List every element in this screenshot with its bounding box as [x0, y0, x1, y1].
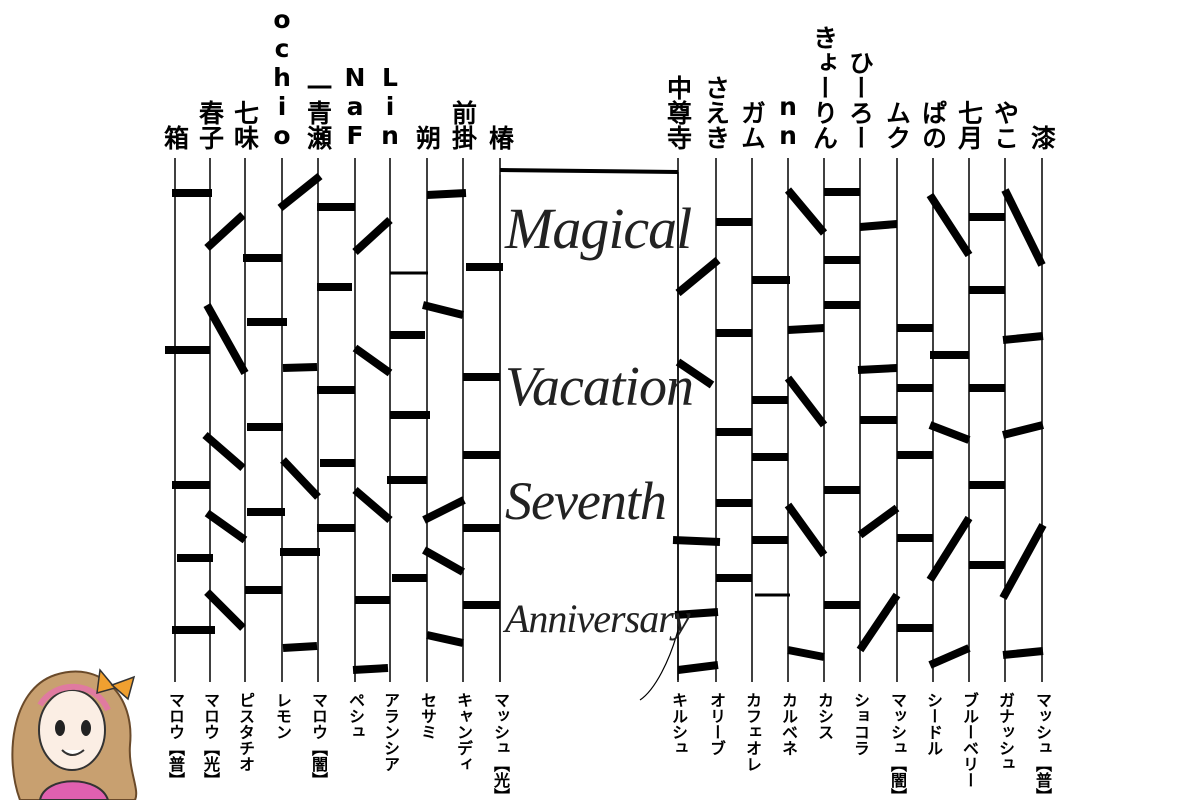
ladder-rung [282, 363, 318, 372]
result-label: ピスタチオ [236, 692, 255, 772]
result-label: マッシュ【光】 [491, 692, 510, 800]
title-panel-outline [499, 175, 679, 701]
participant-name: NaF [340, 63, 370, 150]
title-word-magical: Magical [505, 196, 692, 261]
ladder-rung [352, 217, 393, 255]
participant-name: 一青瀬 [303, 75, 333, 150]
ladder-rung [422, 496, 466, 524]
ladder-rung [422, 301, 464, 319]
ladder-rung [277, 172, 323, 212]
participant-name: ガム [737, 100, 767, 150]
ladder-rung [859, 220, 898, 231]
result-label: カルベネ [779, 692, 798, 756]
ladder-rung [856, 592, 901, 653]
ladder-rung [203, 303, 249, 375]
participant-name: Lin [375, 63, 405, 150]
ladder-rung [672, 536, 721, 546]
participant-name: Mochio [267, 0, 297, 150]
result-label: マッシュ【普】 [1033, 692, 1052, 800]
result-label: ペシュ [346, 692, 365, 740]
participant-name: 中尊寺 [663, 75, 693, 150]
ladder-rung [352, 664, 389, 674]
ladder-rung [499, 168, 679, 174]
title-word-vacation: Vacation [505, 356, 694, 418]
ladder-rung [857, 364, 898, 374]
ladder-rung [280, 457, 321, 500]
ladder-rung [282, 642, 318, 652]
result-label: レモン [273, 692, 292, 740]
ladder-rung [1002, 647, 1044, 659]
ladder-rung [677, 661, 719, 674]
result-label: キルシュ [669, 692, 688, 756]
ladder-rung [857, 504, 900, 539]
participant-name: 前掛 [448, 100, 478, 150]
result-label: セサミ [418, 692, 437, 740]
result-label: ガナッシュ [996, 692, 1015, 772]
participant-name: ぱの [918, 100, 948, 150]
ladder-rung [928, 644, 971, 669]
participant-name: 箱 [160, 125, 190, 150]
participant-name: さえき [701, 75, 731, 150]
ladder-rung [675, 256, 721, 297]
participant-name: ムク [882, 100, 912, 150]
result-label: アランシア [381, 692, 400, 772]
ladder-rung [784, 187, 828, 236]
result-label: マッシュ【闇】 [888, 692, 907, 800]
participant-name: 七月 [954, 100, 984, 150]
result-label: シードル [924, 692, 943, 756]
ladder-rung [787, 324, 825, 334]
participant-name: 朔 [412, 125, 442, 150]
participant-name: 七味 [230, 100, 260, 150]
ladder-rung [204, 212, 246, 251]
participant-name: きょーりん [809, 25, 839, 150]
ladder-rung [422, 546, 465, 576]
result-label: マロウ【普】 [166, 692, 185, 788]
participant-name: 春子 [195, 100, 225, 150]
ladder-rung [426, 189, 467, 199]
ladder-rung [674, 608, 719, 619]
participant-name: やこ [990, 100, 1020, 150]
result-label: マロウ【闇】 [309, 692, 328, 788]
result-label: ショコラ [851, 692, 870, 756]
participant-name: nn [773, 92, 803, 150]
result-label: キャンディ [454, 692, 473, 772]
ladder-rung [926, 515, 973, 583]
ladder-rung [204, 509, 248, 544]
result-label: マロウ【光】 [201, 692, 220, 788]
ladder-rung [202, 431, 246, 472]
result-label: カシス [815, 692, 834, 740]
result-label: ブルーベリー [960, 692, 979, 788]
ladder-rung [784, 375, 828, 428]
ladder-rung [928, 421, 971, 444]
character-illustration [11, 668, 138, 800]
title-word-anniversary: Anniversary [505, 596, 691, 641]
ladder-rung [204, 589, 246, 631]
ladder-rung [352, 486, 393, 524]
ladder-rung [1002, 421, 1044, 439]
ladder-rung [1002, 332, 1044, 344]
ladder-rung [1001, 188, 1046, 267]
ladder-rung [675, 358, 715, 389]
ladder-rung [999, 523, 1047, 600]
result-label: カフェオレ [743, 692, 762, 772]
ladder-rung [426, 631, 464, 647]
ladder-rung [787, 646, 825, 661]
ladder-rung [926, 192, 973, 258]
result-label: オリーブ [707, 692, 726, 756]
ladder-rung [784, 502, 828, 558]
participant-name: 漆 [1027, 125, 1057, 150]
title-word-seventh: Seventh [505, 471, 667, 531]
ladder-rung [352, 344, 393, 377]
participant-name: 椿 [485, 125, 515, 150]
participant-name: ひーろー [845, 50, 875, 150]
